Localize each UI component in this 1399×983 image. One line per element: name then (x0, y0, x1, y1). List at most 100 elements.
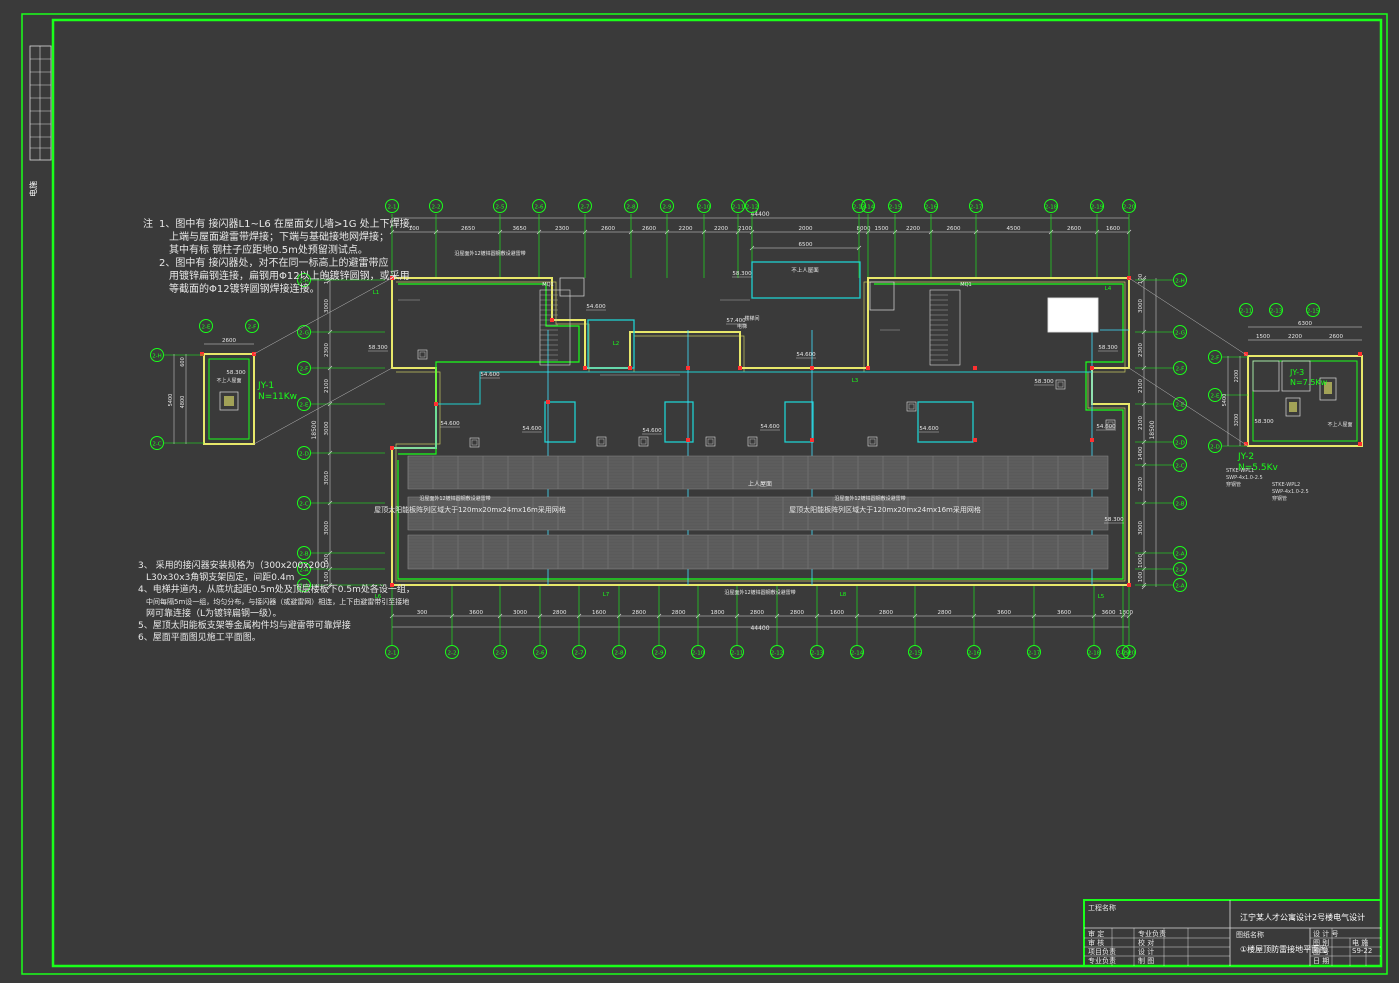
detail-right-bubble-v (1208, 350, 1222, 364)
axis-label-right: 2-A (1175, 584, 1184, 590)
dim-bottom-text: 1600 (830, 610, 844, 616)
solar-panel-array (407, 455, 1109, 570)
axis-bubble-top (532, 199, 546, 213)
axis-label-top: 2-11 (732, 205, 744, 211)
downlead-label: L2 (613, 341, 620, 347)
detail-left-bubble-v (150, 348, 164, 362)
detail-right-vdim-2: 3200 (1234, 414, 1240, 427)
axis-bubble-top (429, 199, 443, 213)
axis-label-right: 2-A (1175, 568, 1184, 574)
axis-label-top: 2-12 (746, 205, 758, 211)
axis-label-bottom: 2-7 (575, 651, 584, 657)
dim-top-total-text: 44400 (750, 211, 769, 218)
downlead-label: L4 (1105, 286, 1112, 292)
axis-label-right: 2-F (1176, 367, 1185, 373)
roof-edge-line-2 (392, 404, 437, 449)
axis-label-top: 2-9 (663, 205, 672, 211)
detail-left-axis-label-v: 2-C (152, 442, 161, 448)
elevation-mark: 54.600 (522, 426, 542, 432)
dim-bottom-text: 1600 (592, 610, 606, 616)
dim-right-text: 2100 (1138, 379, 1144, 393)
dim-right-tick (1141, 275, 1147, 281)
axis-bubble-left (297, 578, 311, 592)
detail-right-unit-2 (1285, 397, 1301, 417)
detail-left-vdim-1: 600 (180, 357, 186, 367)
dim-top-text: 4500 (1007, 226, 1021, 232)
vent-inner (419, 351, 426, 358)
vent-box (469, 437, 480, 448)
tb-row-2-label-b: 校 对 (1138, 939, 1155, 947)
dim-bottom-text: 2800 (750, 610, 764, 616)
leader-left-top (253, 277, 393, 355)
tb-drawing-name: ①楼屋顶防雷接地平面图 (1240, 945, 1328, 954)
axis-label-bottom: 2-11 (731, 651, 743, 657)
tb-project-name: 江宁某人才公寓设计2号楼电气设计 (1240, 913, 1366, 922)
detail-right-axis-label-v: 2-E (1211, 394, 1220, 400)
detail-right-bubble (1269, 303, 1283, 317)
elevation-mark: 58.300 (1034, 379, 1054, 385)
dim-left-tick (327, 275, 333, 281)
note-3b: L30x30x3角钢支架固定，间距0.4m (146, 573, 295, 583)
vent-box (867, 436, 878, 447)
detail-right-wall (1247, 355, 1363, 447)
axis-label-bottom: 2-19 (1117, 651, 1130, 657)
note-line-5: 用镀锌扁钢连接，扁钢用Φ12以上的镀锌圆钢，或采用 (169, 271, 410, 282)
connection-marker (1090, 366, 1094, 370)
axis-bubble-right (1173, 361, 1187, 375)
axis-label-bottom: 2-17 (1028, 651, 1041, 657)
top-note: 沿屋面外12镀锌圆钢敷设避雷带 (454, 250, 525, 257)
note-line-1: 1、图中有 接闪器L1~L6 在屋面女儿墙>1G 处上下焊接, (159, 219, 413, 230)
axis-label-right: 2-C (1175, 464, 1184, 470)
axis-bubble-bottom (385, 645, 399, 659)
detail-left-axis-label: 2-F (248, 325, 257, 331)
axis-bubble-top (969, 199, 983, 213)
axis-bubble-bottom (1027, 645, 1041, 659)
axis-label-left: 2-E (300, 403, 309, 409)
outer-frame (21, 13, 1388, 975)
axis-bubble-bottom (533, 645, 547, 659)
detail-right-cabin (1252, 360, 1280, 392)
connection-marker (390, 583, 394, 587)
vent-inner (471, 439, 478, 446)
side-strip (29, 45, 52, 161)
detail-left-bubble (245, 319, 259, 333)
connection-marker (390, 446, 394, 450)
axis-bubble-right (1173, 562, 1187, 576)
dim-bottom-text: 3600 (469, 610, 483, 616)
dim-bottom-text: 2800 (879, 610, 893, 616)
detail-right-marker (1358, 352, 1362, 356)
axis-label-top: 2-19 (1091, 205, 1104, 211)
dim-right-text: 100 (1138, 571, 1144, 582)
connection-marker (866, 366, 870, 370)
elevation-mark: 58.300 (732, 271, 752, 277)
axis-bubble-bottom (691, 645, 705, 659)
axis-label-bottom: 2-20 (1123, 651, 1136, 657)
sheet-number-vertical: 电施 (29, 181, 38, 197)
dim-left-text: 2100 (324, 379, 330, 393)
axis-bubble-bottom (730, 645, 744, 659)
connection-marker (973, 438, 977, 442)
axis-label-bottom: 2-18 (1088, 651, 1101, 657)
roof-area-label: 上人屋面 (748, 480, 772, 488)
tb-row-3-label: 项目负责 (1088, 948, 1116, 956)
tb-design-no-label: 设 计 号 (1313, 930, 1339, 938)
vent-inner (869, 438, 876, 445)
axis-label-bottom: 2-5 (496, 651, 505, 657)
axis-bubble-bottom (967, 645, 981, 659)
detail-left-vdim-2: 4800 (180, 396, 186, 409)
axis-label-bottom: 2-15 (909, 651, 922, 657)
dim-left-total-text: 18500 (311, 420, 318, 439)
tb-label-drawing: 图纸名称 (1236, 931, 1264, 939)
axis-bubble-bottom (850, 645, 864, 659)
axis-bubble-right (1173, 496, 1187, 510)
stair-core (539, 289, 571, 366)
title-block-lines (1083, 899, 1382, 967)
axis-label-bottom: 2-8 (615, 651, 624, 657)
roof-core-edge (917, 401, 974, 443)
elevation-mark: 58.300 (368, 345, 388, 351)
dim-left-text: 1000 (324, 554, 330, 568)
detail-right-hdim-2: 2200 (1288, 334, 1302, 340)
tb-row-1-label: 审 定 (1088, 930, 1105, 938)
connection-marker (810, 366, 814, 370)
